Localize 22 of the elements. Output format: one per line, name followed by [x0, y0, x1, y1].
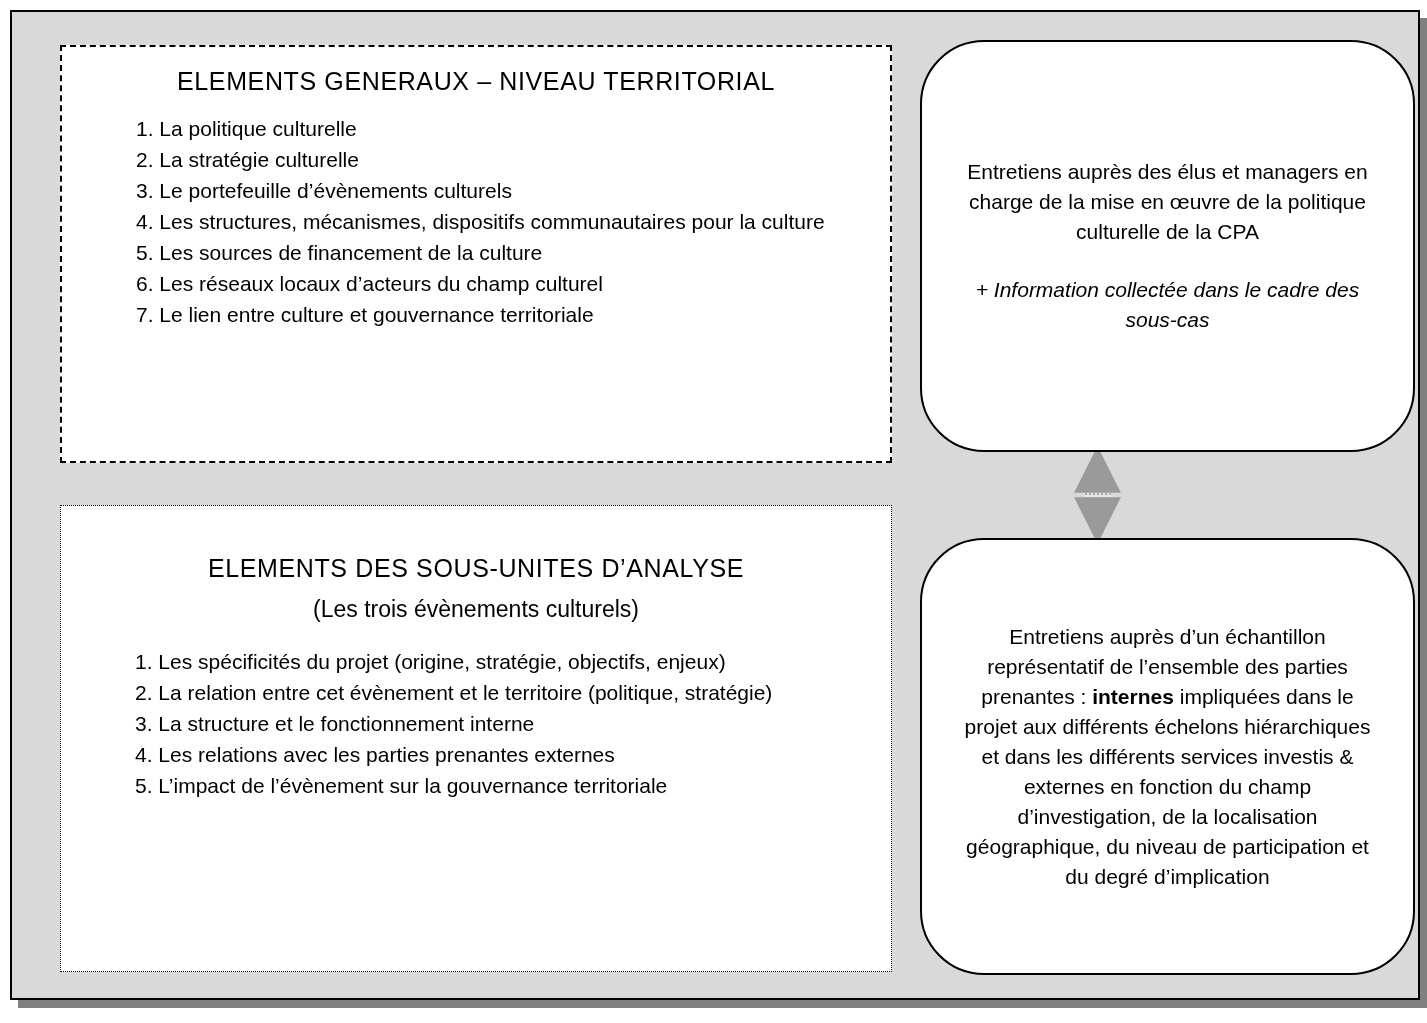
box-text: Entretiens auprès d’un échantillon représentatif de l’ensemble des parties prenantes : internes impliquées dans le projet aux différents échelons hiérarchiques et dans les différents services investis & externes en fonction du champ d’investigation, de la localisation géographique, du niveau de participation et du degré d’implication: [963, 623, 1372, 890]
box-subheading: (Les trois évènements culturels): [312, 594, 640, 624]
list-item: 4. Les structures, mécanismes, dispositifs communautaires pour la culture: [135, 208, 826, 235]
dotted-box: [60, 505, 892, 972]
list-item: 4. Les relations avec les parties prenantes externes: [134, 742, 616, 768]
list-item: 3. La structure et le fonctionnement interne: [134, 711, 536, 737]
rounded-box: [920, 40, 1415, 452]
list-item: 2. La stratégie culturelle: [135, 146, 360, 173]
rounded-box: [920, 538, 1415, 975]
list-item: 5. L’impact de l’évènement sur la gouvernance territoriale: [134, 773, 669, 799]
note-text: + Information collectée dans le cadre des sous-cas: [974, 277, 1361, 333]
box-heading: ELEMENTS GENERAUX – NIVEAU TERRITORIAL: [176, 66, 776, 97]
dashed-box: [60, 45, 892, 463]
list-item: 6. Les réseaux locaux d’acteurs du champ culturel: [135, 270, 604, 297]
box-text: Entretiens auprès des élus et managers en charge de la mise en œuvre de la politique culturelle de la CPA: [966, 159, 1369, 245]
list-item: 7. Le lien entre culture et gouvernance territoriale: [135, 301, 595, 328]
list-item: 1. Les spécificités du projet (origine, stratégie, objectifs, enjeux): [134, 649, 727, 675]
list-item: 5. Les sources de financement de la culture: [135, 239, 544, 266]
list-item: 2. La relation entre cet évènement et le territoire (politique, stratégie): [134, 680, 774, 706]
list-item: 1. La politique culturelle: [135, 115, 358, 142]
list-item: 3. Le portefeuille d’évènements culturels: [135, 177, 513, 204]
box-heading: ELEMENTS DES SOUS-UNITES D’ANALYSE: [206, 553, 746, 584]
